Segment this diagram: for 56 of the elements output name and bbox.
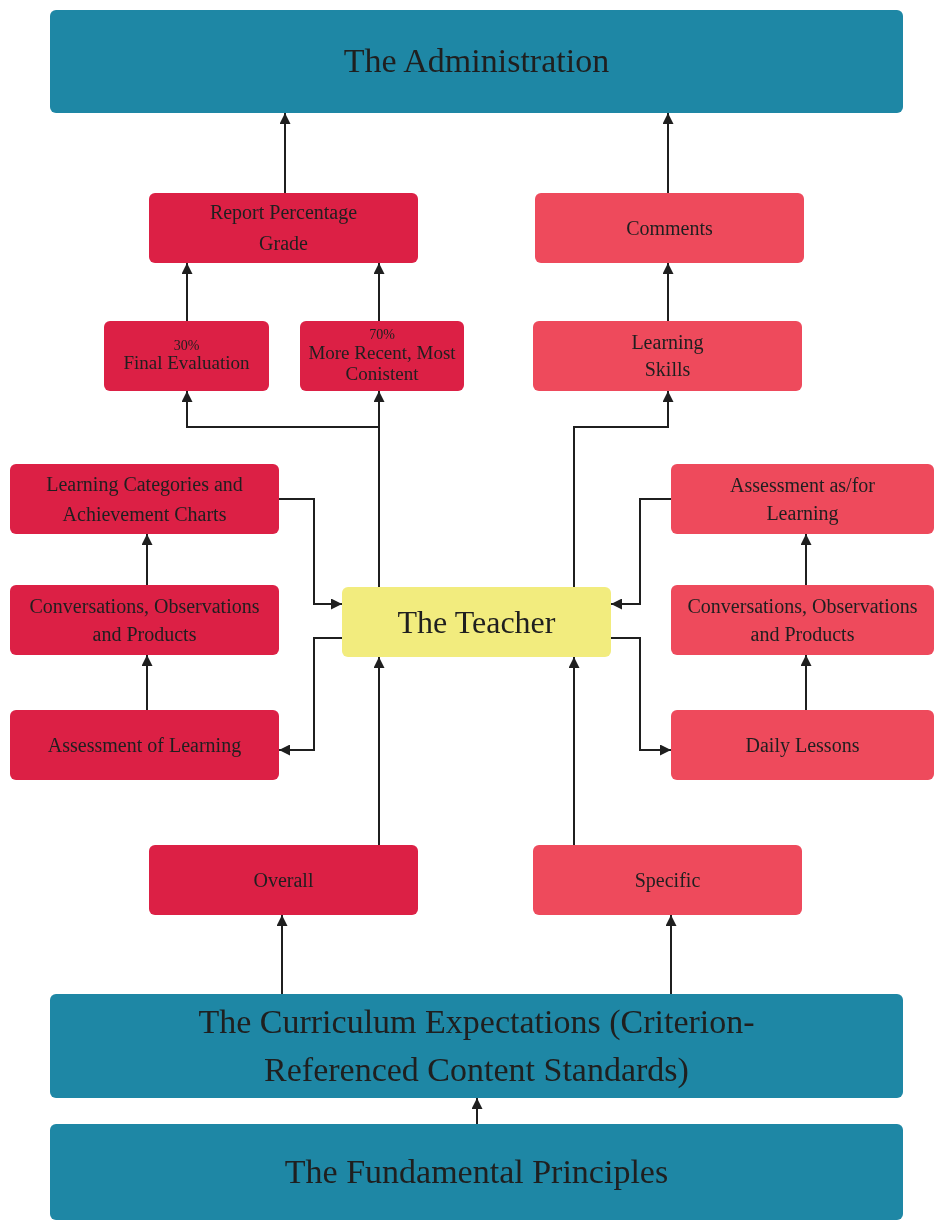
process-box xyxy=(10,585,279,655)
box-label: Report Percentage Grade xyxy=(208,200,359,256)
box-label: Learning Categories and Achievement Charts xyxy=(45,472,244,527)
arrow xyxy=(568,656,580,846)
process-box xyxy=(50,994,903,1098)
box-label: Assessment of Learning xyxy=(47,733,242,757)
percentage-label: 30% xyxy=(173,337,200,354)
process-box xyxy=(671,464,934,534)
arrow xyxy=(278,498,343,610)
percentage-label: 70% xyxy=(369,327,395,343)
process-box xyxy=(300,321,464,391)
process-box xyxy=(10,710,279,780)
box-label: Learning Skills xyxy=(630,330,705,382)
process-box xyxy=(671,585,934,655)
central-box xyxy=(342,587,611,657)
arrow xyxy=(610,637,672,756)
box-label: The Teacher xyxy=(397,602,556,642)
process-box xyxy=(671,710,934,780)
arrow xyxy=(573,390,674,588)
box-label: Overall xyxy=(253,868,314,892)
box-label: Conversations, Observations and Products xyxy=(28,594,261,647)
arrow xyxy=(141,654,153,711)
process-box xyxy=(533,321,802,391)
box-label: Specific xyxy=(634,868,701,892)
box-label: Final Evaluation xyxy=(123,353,250,375)
box-label: The Administration xyxy=(343,41,610,82)
arrow xyxy=(141,533,153,586)
box-label: Conversations, Observations and Products xyxy=(686,594,919,647)
process-box xyxy=(10,464,279,534)
arrow xyxy=(278,637,343,756)
process-box xyxy=(535,193,804,263)
arrow xyxy=(800,533,812,586)
process-box xyxy=(50,10,903,113)
box-label: The Curriculum Expectations (Criterion-Referenced Content Standards) xyxy=(197,1002,756,1090)
arrow xyxy=(279,112,291,194)
arrow xyxy=(471,1097,483,1125)
process-box xyxy=(104,321,269,391)
box-label: Daily Lessons xyxy=(745,733,860,757)
arrow xyxy=(373,656,385,846)
process-box xyxy=(533,845,802,915)
arrow xyxy=(662,262,674,322)
box-label: The Fundamental Principles xyxy=(284,1151,669,1192)
process-box xyxy=(149,193,418,263)
box-label: Comments xyxy=(626,216,713,240)
box-label: More Recent, Most Conistent xyxy=(307,342,457,385)
arrow xyxy=(181,262,193,322)
arrow xyxy=(800,654,812,711)
arrow xyxy=(373,262,385,322)
arrow xyxy=(276,914,288,995)
process-box xyxy=(50,1124,903,1220)
arrow xyxy=(665,914,677,995)
arrow xyxy=(610,498,672,610)
box-label: Assessment as/for Learning xyxy=(729,473,876,527)
arrow xyxy=(662,112,674,194)
process-box xyxy=(149,845,418,915)
arrow xyxy=(373,390,385,588)
